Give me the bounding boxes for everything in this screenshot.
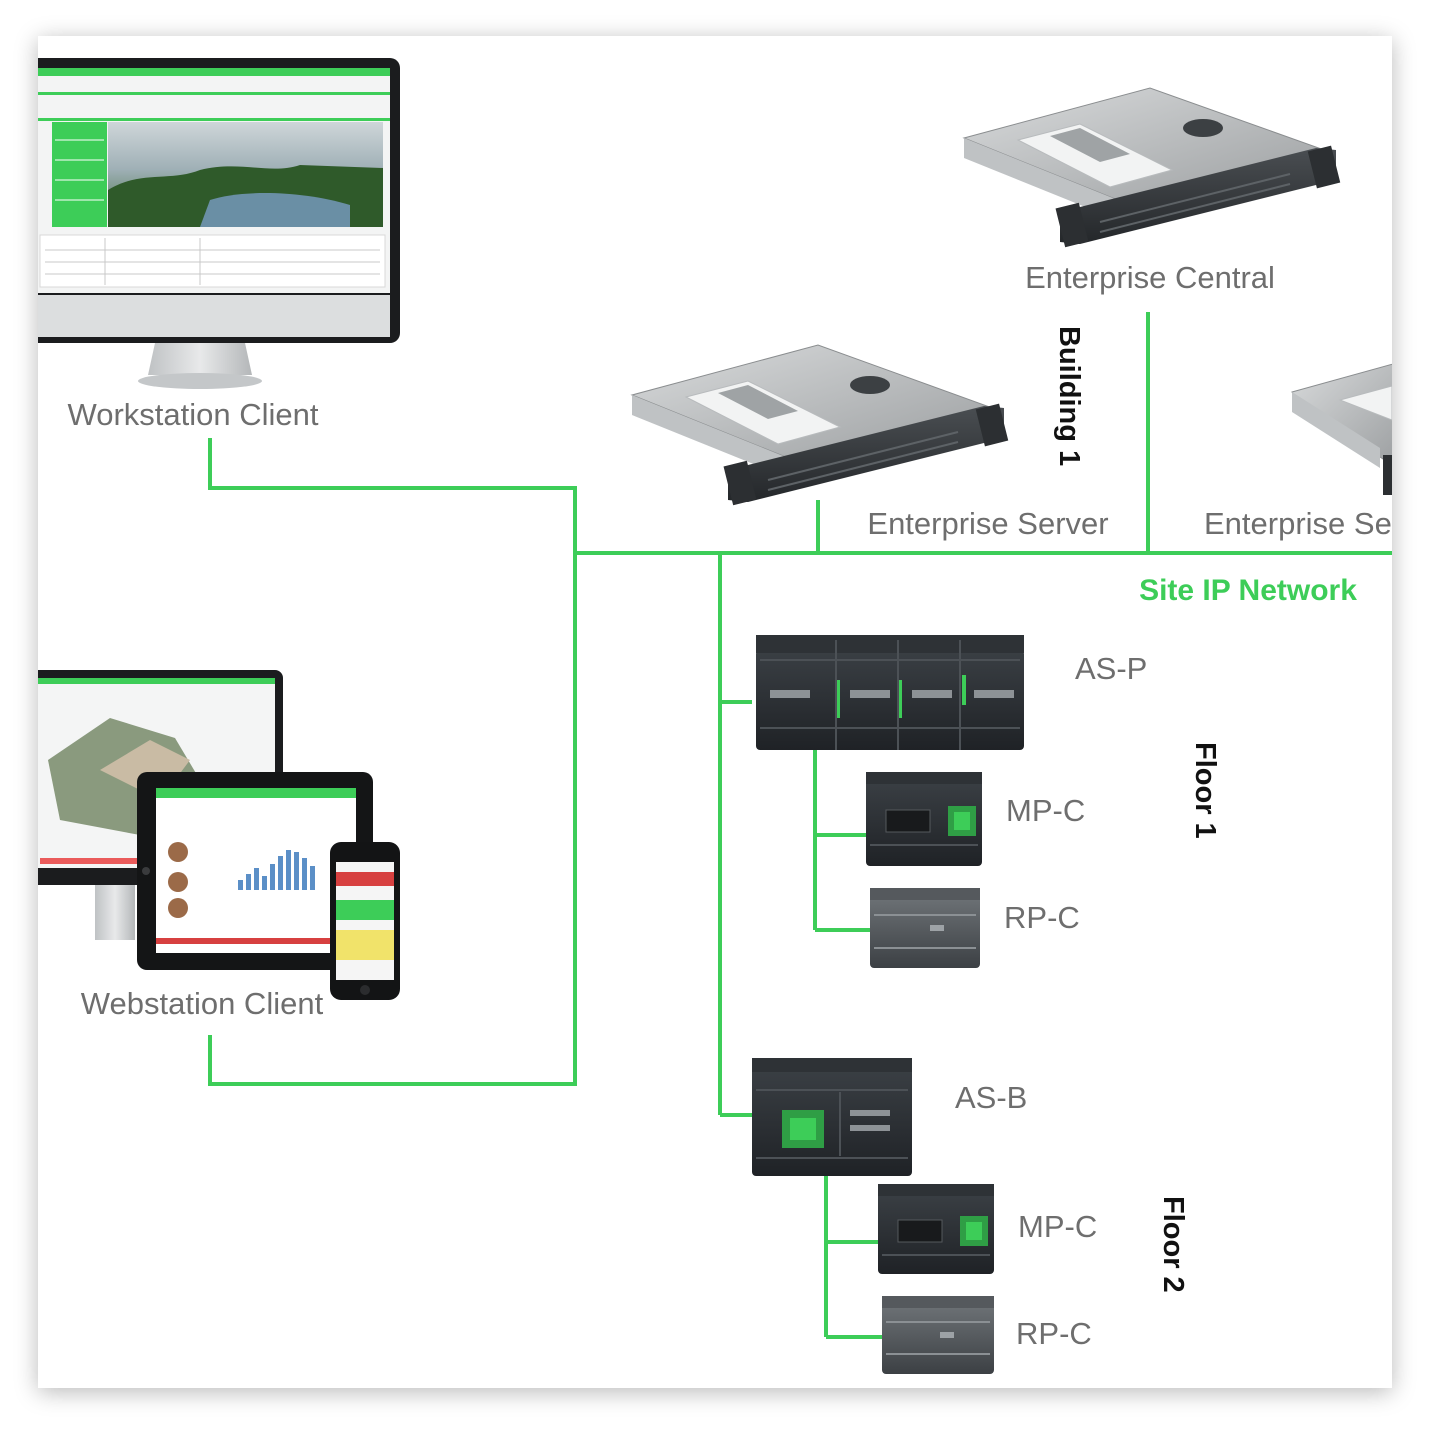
workstation-client-label: Workstation Client [68, 397, 319, 432]
bar-chart-thumbnail [238, 850, 315, 890]
automation-server-icon-as-b [752, 1058, 912, 1176]
building-1-label: Building 1 [1053, 326, 1085, 466]
enterprise-server-2-label: Enterprise Se [1204, 506, 1392, 541]
connection-lines [208, 312, 1392, 1339]
mp-c-2-label: MP-C [1018, 1209, 1097, 1244]
controller-icon-mp-c-1 [866, 772, 982, 866]
site-ip-network-label: Site IP Network [1139, 574, 1357, 607]
rack-server-icon-enterprise-central [962, 87, 1341, 248]
as-b-label: AS-B [955, 1080, 1027, 1115]
network-diagram: Workstation Client [38, 58, 1392, 1374]
rp-c-2-label: RP-C [1016, 1316, 1092, 1351]
floor-2-label: Floor 2 [1157, 1196, 1189, 1293]
as-p-label: AS-P [1075, 651, 1147, 686]
diagram-frame: Workstation Client [38, 36, 1392, 1388]
multi-device-icon [38, 670, 400, 1000]
floor-1-label: Floor 1 [1189, 742, 1221, 839]
enterprise-server-label: Enterprise Server [867, 506, 1108, 541]
link-webstation [208, 553, 577, 1086]
controller-icon-rp-c-2 [882, 1296, 994, 1374]
desktop-monitor-icon [38, 58, 400, 389]
enterprise-central-label: Enterprise Central [1025, 260, 1275, 295]
controller-icon-rp-c-1 [870, 888, 980, 968]
rp-c-1-label: RP-C [1004, 900, 1080, 935]
webstation-client-label: Webstation Client [81, 986, 324, 1021]
controller-icon-mp-c-2 [878, 1184, 994, 1274]
automation-server-icon-as-p [756, 635, 1024, 750]
rack-server-icon-enterprise-server-2 [1291, 363, 1392, 495]
mp-c-1-label: MP-C [1006, 793, 1085, 828]
rack-server-icon-enterprise-server [630, 344, 1009, 506]
link-workstation [208, 438, 577, 553]
